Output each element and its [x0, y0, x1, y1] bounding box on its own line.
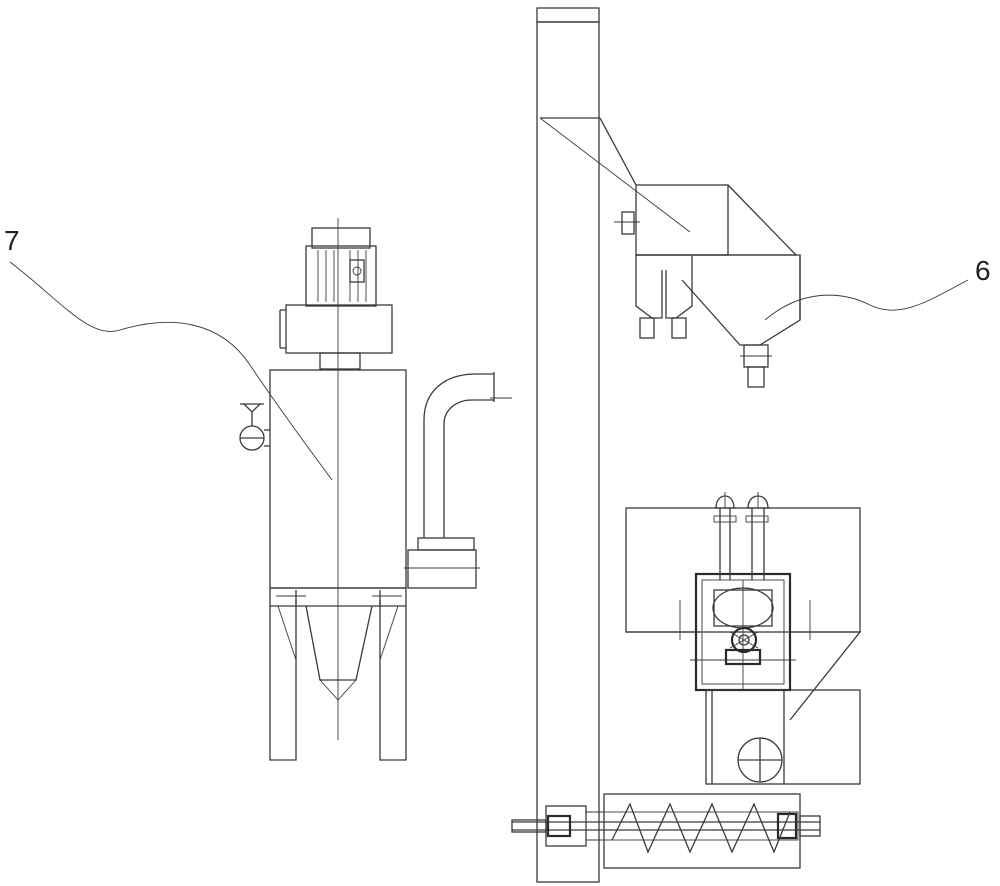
label-7: 7 — [4, 225, 20, 256]
cyclone-separator — [540, 118, 800, 387]
label-6: 6 — [975, 255, 991, 286]
feeder-assembly — [626, 492, 860, 784]
valve-icon — [240, 404, 270, 450]
dust-collector — [240, 218, 512, 760]
inlet-elbow-pipe — [404, 372, 512, 588]
leader-line-6 — [765, 280, 968, 320]
rotary-valve-icon — [738, 738, 782, 782]
screw-conveyor — [512, 794, 820, 868]
leader-line-7 — [10, 262, 332, 480]
motor-icon — [280, 228, 392, 369]
